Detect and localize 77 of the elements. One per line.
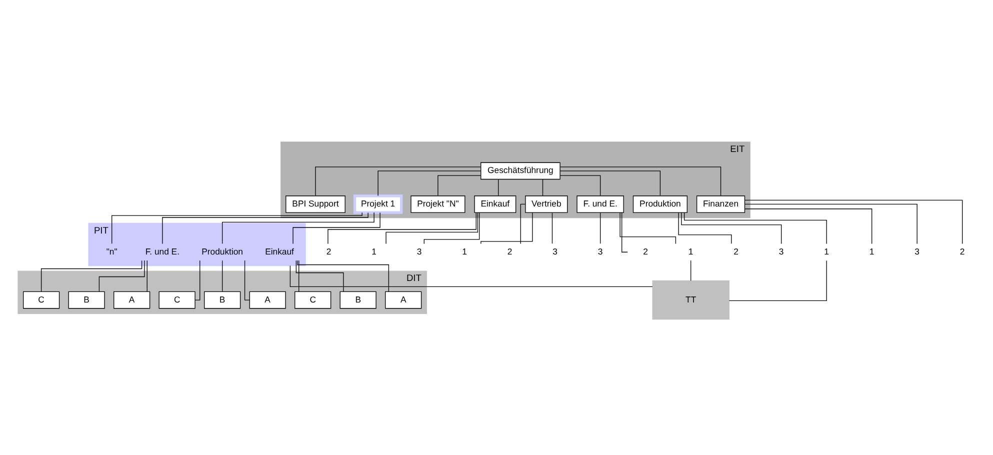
connector [146,260,148,292]
connector [690,260,692,280]
connector [684,212,827,244]
node-box: Finanzen [696,195,746,212]
connector [681,212,782,244]
connector [244,260,250,300]
connector [292,212,380,244]
connector [744,199,963,244]
connector [480,212,533,244]
node-text: "n" [106,246,118,256]
node-box: C [23,290,60,308]
node-text: 2 [960,246,965,256]
connector [222,260,223,292]
connector [112,212,362,244]
node-text: 2 [507,246,512,256]
connector [498,178,499,196]
node-text: F. und E. [145,246,180,256]
node-text: 3 [778,246,784,256]
node-text: Produktion [202,246,243,256]
node-text: 3 [416,246,422,256]
connector [297,260,390,292]
connector [560,174,601,196]
node-text: 1 [688,246,694,256]
connector [378,170,482,196]
node-text: 2 [326,246,332,256]
connector [744,208,872,244]
node-box: TT [652,280,730,320]
node-box: Vertrieb [525,195,568,212]
connector [162,212,368,244]
node-text: 2 [734,246,738,256]
node-box: F. und E. [576,195,624,212]
node-box: Einkauf [474,195,516,212]
connector [620,212,676,244]
node-text: 3 [598,246,603,256]
connector [552,212,553,244]
connector [560,170,661,196]
node-box: A [114,290,150,308]
connector [194,260,200,300]
node-text: 1 [824,246,829,256]
node-text: 3 [552,246,558,256]
node-box: Produktion [632,195,688,212]
connector [542,178,544,196]
node-text: 1 [869,246,874,256]
connector [600,212,601,244]
node-box: A [385,290,422,308]
connector [290,264,653,287]
node-box: B [68,290,105,308]
connector [222,212,374,244]
node-text: 3 [914,246,920,256]
connector [315,166,482,196]
connector [296,260,344,292]
node-text: 1 [462,246,467,256]
node-box: C [158,290,196,308]
node-box: A [249,290,286,308]
connector [386,212,478,244]
node-box: Geschätsführung [480,162,560,180]
connector [622,212,628,252]
node-box: Projekt 1 [353,194,403,214]
node-box: B [340,290,376,308]
connector [560,166,722,196]
node-text: Einkauf [265,246,294,256]
connector [98,260,145,292]
connector [424,212,480,244]
connector [520,203,526,244]
node-text: 1 [372,246,376,256]
node-text: 2 [643,246,648,256]
node-box: B [204,290,241,308]
connector [438,174,481,196]
node-box: BPI Support [286,195,346,212]
connector [328,212,476,244]
node-box: Projekt "N" [410,195,466,212]
connector [40,260,142,292]
connector [678,212,732,244]
connector [728,260,827,301]
connector [744,203,918,244]
connector [298,260,300,292]
node-box: C [294,290,332,308]
